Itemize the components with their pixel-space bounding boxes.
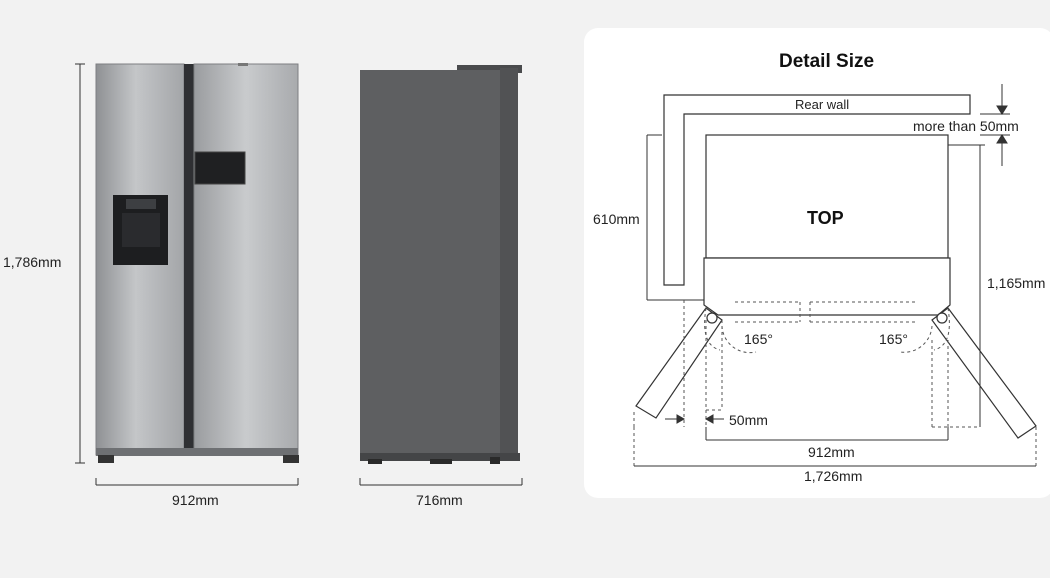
height-label: 1,786mm: [3, 254, 62, 270]
side-depth-label: 716mm: [416, 492, 463, 508]
left-door-open: [635, 307, 723, 419]
height-dimension-line: [75, 63, 85, 464]
left-foot: [98, 455, 114, 463]
front-view-drawing: [75, 63, 299, 486]
rear-wall: [663, 94, 971, 286]
fridge-side: [360, 65, 522, 464]
width-912-dimension: [705, 427, 949, 441]
side-panel: [360, 70, 500, 460]
depth-610-dimension: [646, 134, 704, 301]
width-912-label: 912mm: [808, 444, 855, 460]
hinge-cover: [457, 65, 522, 73]
clearance-label: more than 50mm: [913, 118, 1019, 134]
detail-title: Detail Size: [779, 51, 875, 72]
door-edge: [500, 68, 518, 460]
width-1726-label: 1,726mm: [804, 468, 863, 484]
depth-1165-dimension: [948, 144, 985, 427]
doors-closed: [703, 257, 951, 316]
right-foot: [283, 455, 299, 463]
depth-1165-label: 1,165mm: [987, 275, 1046, 291]
side-gap-arrows: [665, 414, 724, 424]
angle-right-label: 165°: [879, 331, 908, 347]
clearance-arrows: [980, 84, 1010, 166]
front-width-label: 912mm: [172, 492, 219, 508]
depth-610-label: 610mm: [593, 211, 640, 227]
depth-dimension-line: [359, 478, 523, 486]
display-panel: [194, 151, 246, 185]
fridge-front: [95, 63, 299, 463]
swing-guides: [633, 300, 1037, 466]
side-gap-label: 50mm: [729, 412, 768, 428]
bottom-trim: [96, 448, 298, 456]
door-gap: [184, 64, 194, 455]
fridge-top-body: [705, 134, 949, 259]
angle-left-label: 165°: [744, 331, 773, 347]
side-view-drawing: [359, 65, 523, 486]
top-label: TOP: [807, 208, 844, 228]
width-dimension-line: [95, 478, 299, 486]
rear-wall-label: Rear wall: [795, 97, 850, 112]
right-door: [193, 63, 299, 456]
